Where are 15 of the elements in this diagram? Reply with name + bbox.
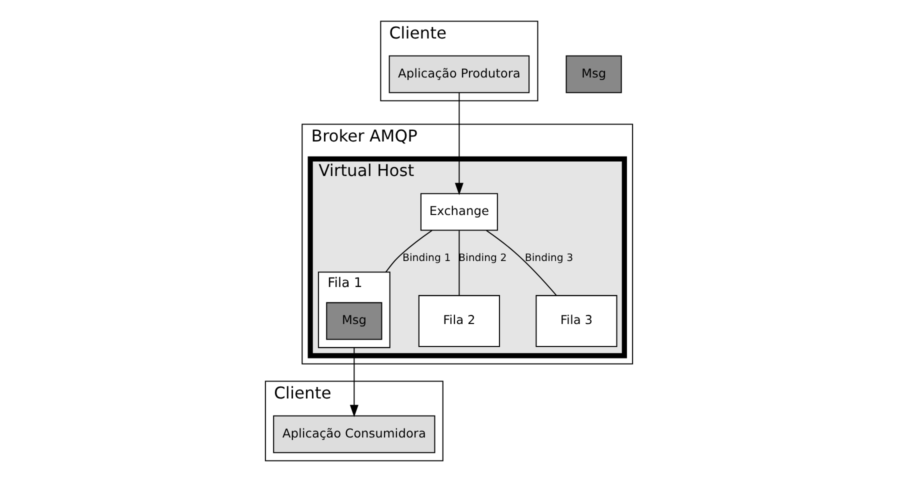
node-box: Fila 3 — [535, 294, 617, 347]
node-box: Fila 2 — [418, 294, 500, 347]
node-box: Aplicação Produtora — [388, 54, 530, 93]
connector — [384, 229, 432, 272]
node-box: Msg — [565, 54, 622, 93]
edge-label: Binding 2 — [458, 252, 506, 264]
edge-label: Binding 3 — [524, 252, 573, 264]
node-box: Exchange — [420, 192, 498, 230]
edge-label: Binding 1 — [402, 252, 450, 264]
node-box: Msg — [326, 302, 382, 340]
arrow — [349, 347, 358, 417]
node-box: Aplicação Consumidora — [272, 414, 435, 453]
connector — [486, 230, 556, 296]
connector — [458, 230, 460, 296]
arrow — [454, 92, 463, 195]
